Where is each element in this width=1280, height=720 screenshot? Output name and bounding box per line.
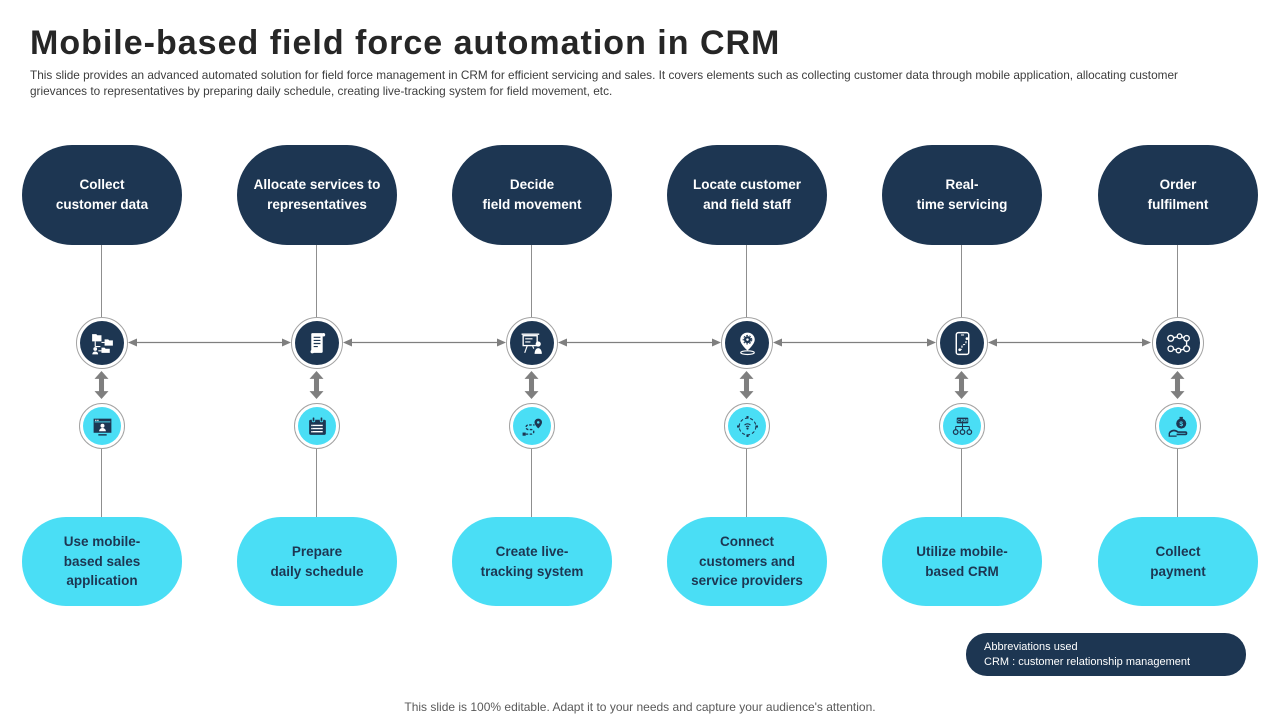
icon-disc xyxy=(83,407,121,445)
process-column-5: Real- time servicing CRM xyxy=(872,0,1052,720)
process-column-2: Allocate services to representatives xyxy=(227,0,407,720)
connector-line xyxy=(1177,449,1178,517)
process-column-4: Locate customer and field staff xyxy=(657,0,837,720)
folder-share-icon xyxy=(91,333,113,354)
scroll-list-icon xyxy=(310,332,325,353)
double-arrow-horizontal xyxy=(558,338,721,347)
footer-note: This slide is 100% editable. Adapt it to… xyxy=(404,700,876,714)
abbreviations-box: Abbreviations used CRM : customer relati… xyxy=(966,633,1246,676)
icon-disc: CRM xyxy=(943,407,981,445)
connector-line xyxy=(531,245,532,317)
action-icon-circle xyxy=(79,403,125,449)
money-hand-icon: $ xyxy=(1168,416,1187,437)
action-pill: Utilize mobile- based CRM xyxy=(882,517,1042,606)
double-arrow-horizontal xyxy=(128,338,291,347)
abbreviations-entry: CRM : customer relationship management xyxy=(984,655,1191,668)
svg-text:CRM: CRM xyxy=(957,418,968,423)
route-pin-icon xyxy=(522,418,542,436)
connector-line xyxy=(316,449,317,517)
icon-disc: $ xyxy=(1159,407,1197,445)
connector-line xyxy=(746,245,747,317)
stage-icon-circle xyxy=(1152,317,1204,369)
abbreviations-heading: Abbreviations used xyxy=(984,640,1078,653)
double-arrow-horizontal xyxy=(988,338,1151,347)
browser-id-card-icon xyxy=(93,418,111,436)
double-arrow-vertical xyxy=(954,371,969,399)
icon-disc xyxy=(510,321,554,365)
stage-label: Collect customer data xyxy=(55,177,149,212)
process-chain-icon xyxy=(1166,332,1190,354)
double-arrow-vertical xyxy=(739,371,754,399)
action-pill: Connect customers and service providers xyxy=(667,517,827,606)
connector-line xyxy=(531,449,532,517)
double-arrow-vertical xyxy=(94,371,109,399)
icon-disc xyxy=(940,321,984,365)
double-arrow-vertical xyxy=(309,371,324,399)
connector-line xyxy=(101,245,102,317)
icon-disc xyxy=(1156,321,1200,365)
stage-pill: Allocate services to representatives xyxy=(237,145,397,245)
action-pill: Collect payment xyxy=(1098,517,1258,606)
stage-label: Locate customer and field staff xyxy=(692,177,802,212)
connector-line xyxy=(101,449,102,517)
calendar-icon xyxy=(308,416,326,435)
icon-disc xyxy=(513,407,551,445)
connector-line xyxy=(746,449,747,517)
action-label: Connect customers and service providers xyxy=(691,534,803,589)
stage-pill: Real- time servicing xyxy=(882,145,1042,245)
stage-label: Real- time servicing xyxy=(916,177,1008,212)
page-title: Mobile-based field force automation in C… xyxy=(30,24,781,62)
icon-disc xyxy=(80,321,124,365)
icon-disc xyxy=(298,407,336,445)
crm-tree-icon: CRM xyxy=(952,417,972,435)
network-hub-icon xyxy=(736,415,758,437)
double-arrow-vertical xyxy=(524,371,539,399)
icon-disc xyxy=(725,321,769,365)
connector-line xyxy=(1177,245,1178,317)
stage-icon-circle xyxy=(291,317,343,369)
action-pill: Create live- tracking system xyxy=(452,517,612,606)
connector-line xyxy=(961,245,962,317)
action-pill: Use mobile- based sales application xyxy=(22,517,182,606)
icon-disc xyxy=(295,321,339,365)
action-label: Create live- tracking system xyxy=(480,543,584,579)
process-column-3: Decide field movement xyxy=(442,0,622,720)
svg-text:$: $ xyxy=(1179,420,1183,427)
presentation-person-icon xyxy=(521,332,542,354)
stage-label: Decide field movement xyxy=(482,177,582,212)
slide-description: This slide provides an advanced automate… xyxy=(30,68,1178,98)
stage-pill: Decide field movement xyxy=(452,145,612,245)
action-icon-circle: $ xyxy=(1155,403,1201,449)
action-label: Collect payment xyxy=(1150,543,1206,579)
stage-pill: Locate customer and field staff xyxy=(667,145,827,245)
process-column-1: Collect customer data xyxy=(12,0,192,720)
process-column-6: Order fulfilment xyxy=(1088,0,1268,720)
connector-line xyxy=(961,449,962,517)
action-icon-circle xyxy=(724,403,770,449)
double-arrow-horizontal xyxy=(343,338,506,347)
stage-icon-circle xyxy=(506,317,558,369)
action-icon-circle xyxy=(509,403,555,449)
stage-icon-circle xyxy=(76,317,128,369)
action-label: Use mobile- based sales application xyxy=(63,534,141,589)
stage-pill: Collect customer data xyxy=(22,145,182,245)
icon-disc xyxy=(728,407,766,445)
stage-label: Allocate services to representatives xyxy=(253,177,381,212)
phone-route-icon xyxy=(955,331,969,355)
location-pin-gear-icon xyxy=(739,332,755,355)
double-arrow-vertical xyxy=(1170,371,1185,399)
stage-pill: Order fulfilment xyxy=(1098,145,1258,245)
action-icon-circle xyxy=(294,403,340,449)
action-icon-circle: CRM xyxy=(939,403,985,449)
connector-line xyxy=(316,245,317,317)
stage-label: Order fulfilment xyxy=(1147,177,1209,212)
action-label: Prepare daily schedule xyxy=(270,543,364,579)
stage-icon-circle xyxy=(721,317,773,369)
double-arrow-horizontal xyxy=(773,338,936,347)
action-pill: Prepare daily schedule xyxy=(237,517,397,606)
action-label: Utilize mobile- based CRM xyxy=(916,543,1008,579)
stage-icon-circle xyxy=(936,317,988,369)
